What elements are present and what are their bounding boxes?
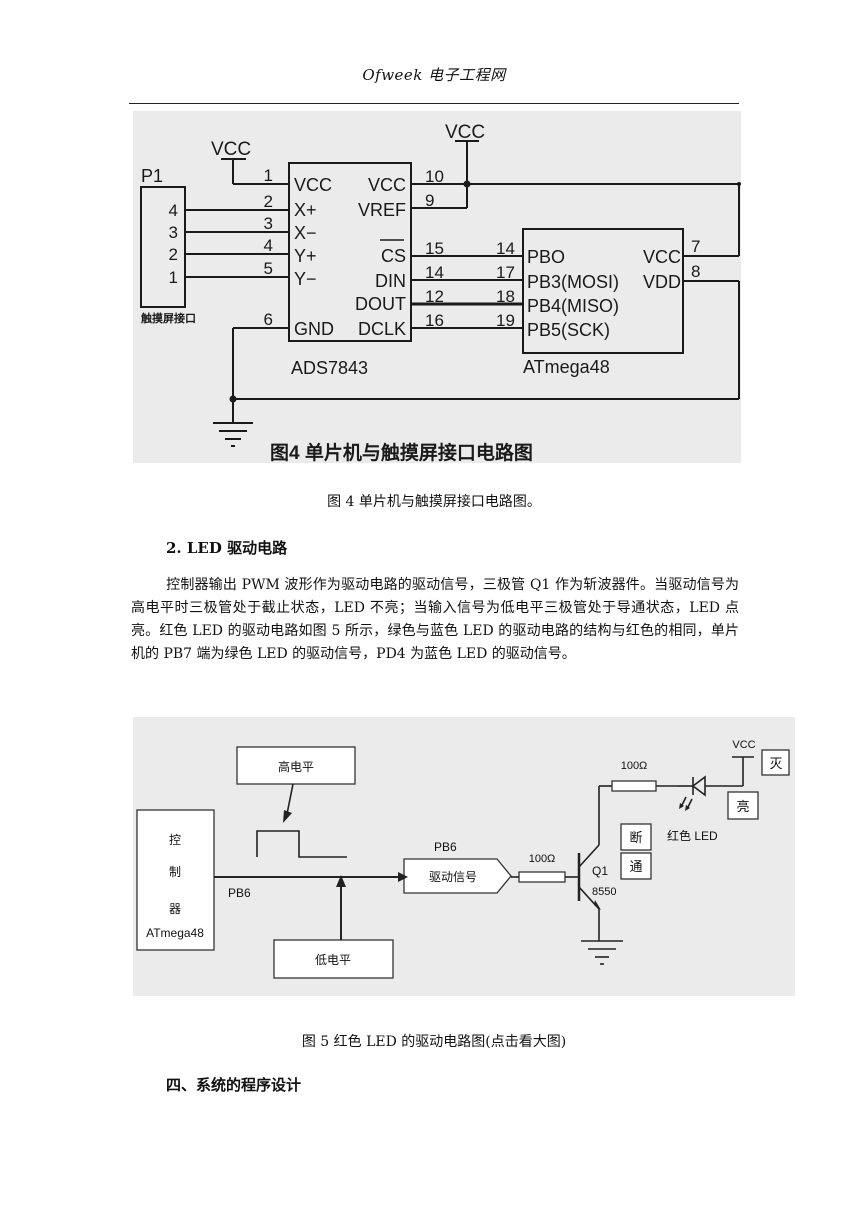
cut-label-box: [620, 823, 652, 851]
atmega-left-pin-name: PB4(MISO): [527, 296, 619, 316]
drive-signal-box: [403, 858, 512, 894]
body-paragraph: 控制器输出 PWM 波形作为驱动电路的驱动信号，三极管 Q1 作为斩波器件。当驱…: [131, 574, 739, 666]
conduct-label: 通: [629, 859, 642, 874]
controller-box: [136, 809, 215, 951]
controller-char: 控: [169, 833, 181, 847]
ads-right-pin-name: DIN: [375, 271, 406, 291]
q1-part-label: 8550: [592, 886, 616, 898]
atmega-pin-number: 18: [496, 287, 515, 306]
p1-pin-label: 3: [169, 223, 178, 242]
section-2-heading: 2. LED 驱动电路: [166, 539, 288, 557]
ads-right-pin-number: 12: [425, 287, 444, 306]
high-level-text: 高电平: [278, 759, 314, 774]
p1-connector-box: [140, 186, 186, 308]
atmega-left-pin-name: PBO: [527, 247, 565, 267]
pb6-top-label: PB6: [434, 840, 457, 854]
ads-right-pin-number: 16: [425, 311, 444, 330]
figure-4-touchscreen-circuit: P1 4 3 2 1 触摸屏接口 VCC VCC 1 2 3 4 5 6 VCC…: [133, 111, 741, 463]
atmega-left-pin-name: PB3(MOSI): [527, 272, 619, 292]
p1-pin-label: 2: [169, 245, 178, 264]
ads-right-pin-number: 9: [425, 191, 434, 210]
high-level-box: [236, 746, 356, 785]
ads-right-pin-number: 15: [425, 239, 444, 258]
p1-pin-label: 1: [169, 268, 178, 287]
p1-label: P1: [141, 166, 163, 186]
drive-signal-text: 驱动信号: [429, 870, 477, 884]
vcc-label: VCC: [732, 739, 755, 751]
ads-left-pin-name: VCC: [294, 175, 332, 195]
ads-left-pin-name: Y−: [294, 269, 317, 289]
atmega-pin-number: 17: [496, 263, 515, 282]
low-level-text: 低电平: [315, 953, 351, 967]
section-4-heading: 四、系统的程序设计: [166, 1076, 302, 1094]
ads-right-pin-number: 10: [425, 167, 444, 186]
atmega48-chip-box: [522, 228, 684, 354]
ads-right-pin-name: CS: [381, 246, 406, 266]
resistor-r2: [611, 780, 657, 792]
ads-left-pin-name: X+: [294, 200, 317, 220]
mcu-label: ATmega48: [146, 926, 204, 940]
on-label-box: [727, 791, 759, 820]
ads-pin-number: 6: [264, 310, 273, 329]
conduct-label-box: [620, 852, 652, 880]
resistor-r1: [518, 871, 566, 883]
atmega-left-pin-name: PB5(SCK): [527, 320, 610, 340]
ads-pin-number: 4: [264, 236, 273, 255]
ads-right-pin-name: DCLK: [358, 319, 406, 339]
ads-left-pin-name: Y+: [294, 246, 317, 266]
body-paragraph-text: 控制器输出 PWM 波形作为驱动电路的驱动信号，三极管 Q1 作为斩波器件。当驱…: [131, 577, 739, 662]
ads-right-pin-name: DOUT: [355, 294, 406, 314]
ads-left-pin-name: X−: [294, 223, 317, 243]
touchscreen-interface-label: 触摸屏接口: [140, 311, 196, 325]
controller-char: 制: [169, 865, 181, 879]
figure-4-caption: 图 4 单片机与触摸屏接口电路图。: [327, 494, 541, 510]
ads-right-pin-name: VCC: [368, 175, 406, 195]
ads-pin-number: 5: [264, 259, 273, 278]
atmega-pin-number: 14: [496, 239, 515, 258]
ads7843-label: ADS7843: [291, 358, 368, 378]
ads-pin-number: 3: [264, 214, 273, 233]
ads-right-pin-number: 14: [425, 263, 444, 282]
vcc-left-label: VCC: [211, 139, 251, 160]
red-led-label: 红色 LED: [667, 828, 718, 843]
r1-label: 100Ω: [529, 853, 556, 865]
page-header-title: Ofweek 电子工程网: [362, 66, 506, 84]
figure-4-title: 图4 单片机与触摸屏接口电路图: [270, 441, 533, 463]
atmega-right-pin-number: 7: [691, 237, 700, 256]
on-label: 亮: [736, 799, 749, 814]
vcc-top-label: VCC: [445, 122, 485, 143]
figure-4-svg: P1 4 3 2 1 触摸屏接口 VCC VCC 1 2 3 4 5 6 VCC…: [140, 122, 741, 463]
atmega-right-pin-number: 8: [691, 262, 700, 281]
p1-pin-label: 4: [169, 201, 178, 220]
cut-label: 断: [629, 830, 642, 845]
atmega-right-pin-name: VDD: [643, 272, 681, 292]
ads7843-chip-box: [288, 162, 412, 342]
ads-right-pin-name: VREF: [358, 200, 406, 220]
low-level-box: [273, 939, 394, 979]
r2-label: 100Ω: [621, 760, 648, 772]
ads-left-pin-name: GND: [294, 319, 334, 339]
header-rule: [129, 103, 739, 104]
controller-char: 器: [169, 902, 181, 916]
figure-5-caption: 图 5 红色 LED 的驱动电路图(点击看大图): [301, 1034, 567, 1050]
ads-pin-number: 2: [264, 192, 273, 211]
atmega48-label: ATmega48: [523, 357, 610, 377]
ads-pin-number: 1: [264, 166, 273, 185]
pb6-left-label: PB6: [228, 886, 251, 900]
figure-5-led-driver-circuit: 高电平 低电平 控 制 器 ATmega48 PB6 PB6 驱动信号 100Ω…: [133, 717, 795, 996]
q1-label: Q1: [592, 864, 608, 878]
atmega-right-pin-name: VCC: [643, 247, 681, 267]
figure-5-svg: 高电平 低电平 控 制 器 ATmega48 PB6 PB6 驱动信号 100Ω…: [136, 739, 790, 979]
off-label: 灭: [769, 756, 782, 771]
atmega-pin-number: 19: [496, 311, 515, 330]
off-label-box: [761, 749, 790, 776]
